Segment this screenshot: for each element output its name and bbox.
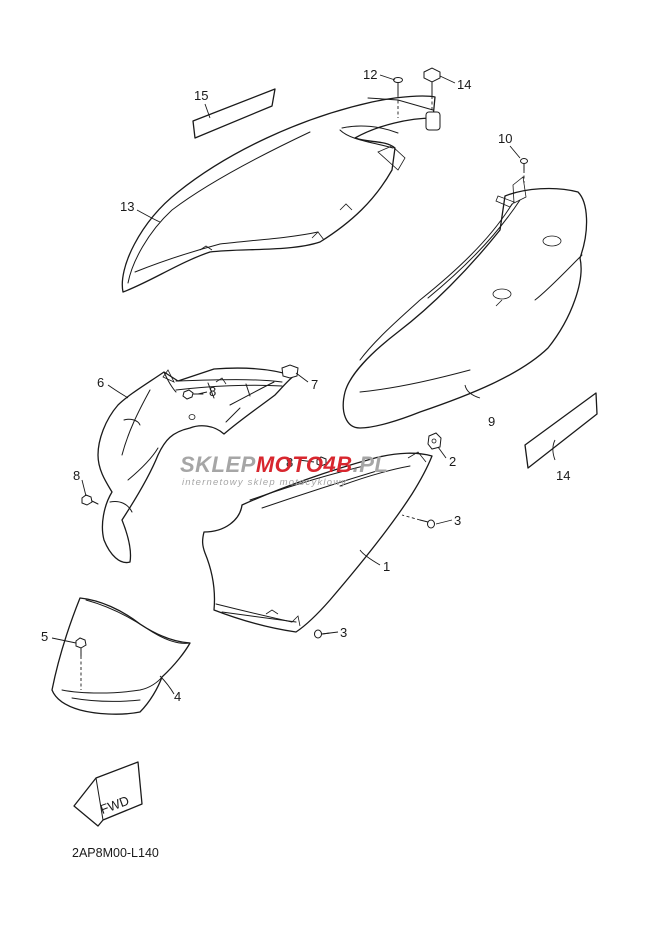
diagram-reference-code: 2AP8M00-L140 bbox=[72, 846, 159, 860]
part-5-screw bbox=[75, 637, 87, 690]
watermark-part-moto: MOTO bbox=[256, 452, 324, 477]
part-11-upper-side-cover bbox=[121, 95, 436, 293]
part-12-screw bbox=[393, 77, 403, 118]
callout-12: 12 bbox=[363, 67, 377, 82]
callout-14: 14 bbox=[556, 468, 570, 483]
callout-10: 10 bbox=[498, 131, 512, 146]
callout-13: 14 bbox=[457, 77, 471, 92]
callout-15: 15 bbox=[194, 88, 208, 103]
watermark-part-4b: 4B bbox=[322, 452, 352, 477]
part-13-grommet bbox=[423, 67, 441, 131]
part-15-label bbox=[192, 88, 276, 139]
callout-8-upper: 8 bbox=[209, 384, 216, 399]
callout-4: 4 bbox=[174, 689, 181, 704]
part-9-rear-side-cover bbox=[342, 176, 588, 429]
callouts: 15 13 12 14 10 9 14 6 7 8 8 8 2 3 1 3 5 … bbox=[41, 67, 570, 704]
watermark-tagline: internetowy sklep motocyklowy bbox=[182, 477, 347, 488]
callout-9: 9 bbox=[488, 414, 495, 429]
callout-6: 6 bbox=[97, 375, 104, 390]
leader-lines bbox=[51, 74, 556, 695]
watermark-main: SKLEPMOTO4B.PL bbox=[180, 452, 388, 477]
callout-11: 13 bbox=[120, 199, 134, 214]
part-6-inner-panel bbox=[97, 367, 295, 564]
part-8-screw-left bbox=[81, 494, 99, 506]
callout-3-right: 3 bbox=[454, 513, 461, 528]
watermark-part-pl: .PL bbox=[353, 452, 389, 477]
callout-1: 1 bbox=[383, 559, 390, 574]
callout-7: 7 bbox=[311, 377, 318, 392]
part-2-clip bbox=[427, 432, 442, 450]
forward-direction-arrow: FWD bbox=[73, 761, 143, 827]
watermark: SKLEPMOTO4B.PL internetowy sklep motocyk… bbox=[180, 452, 388, 488]
part-14-label bbox=[524, 392, 598, 469]
part-4-front-panel bbox=[51, 597, 191, 715]
part-7-nut bbox=[281, 364, 299, 379]
part-8-screw-middle bbox=[316, 456, 327, 467]
callout-3-bottom: 3 bbox=[340, 625, 347, 640]
callout-2: 2 bbox=[449, 454, 456, 469]
callout-5: 5 bbox=[41, 629, 48, 644]
watermark-part-sklep: SKLEP bbox=[180, 452, 256, 477]
part-10-screw bbox=[520, 158, 528, 183]
callout-8-middle: 8 bbox=[286, 455, 293, 470]
part-3-screw-right bbox=[401, 514, 435, 529]
callout-8-left: 8 bbox=[73, 468, 80, 483]
part-1-lower-side-cover bbox=[201, 451, 433, 633]
